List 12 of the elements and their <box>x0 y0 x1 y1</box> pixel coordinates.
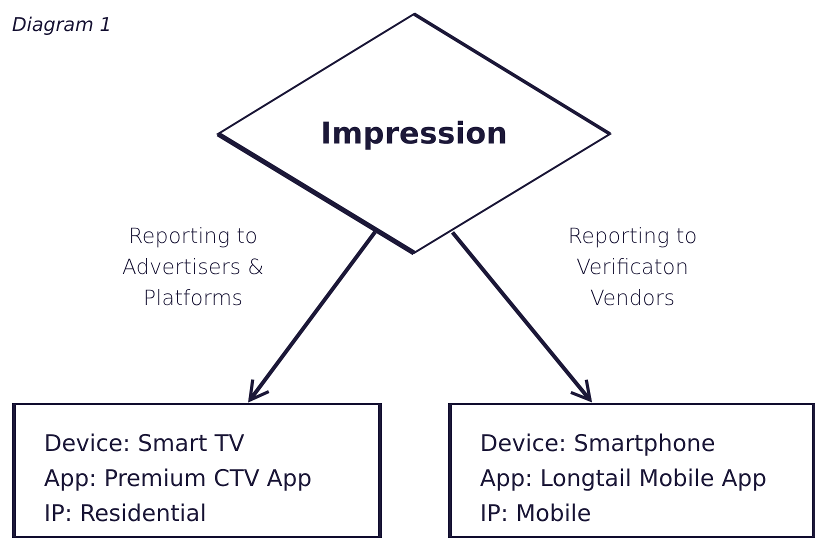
text-line: App: Longtail Mobile App <box>480 465 767 494</box>
text-box <box>12 403 382 538</box>
text-line: App: Premium CTV App <box>44 465 312 494</box>
text-line: Device: Smartphone <box>480 430 716 459</box>
arrow <box>248 230 377 402</box>
text-line: IP: Residential <box>44 500 206 529</box>
text-line: IP: Mobile <box>480 500 592 529</box>
node-title: Impression <box>320 116 508 152</box>
text-line: Device: Smart TV <box>44 430 244 459</box>
diagram-label: Diagram 1 <box>12 14 112 36</box>
arrow <box>450 231 592 402</box>
text-box <box>448 403 815 538</box>
